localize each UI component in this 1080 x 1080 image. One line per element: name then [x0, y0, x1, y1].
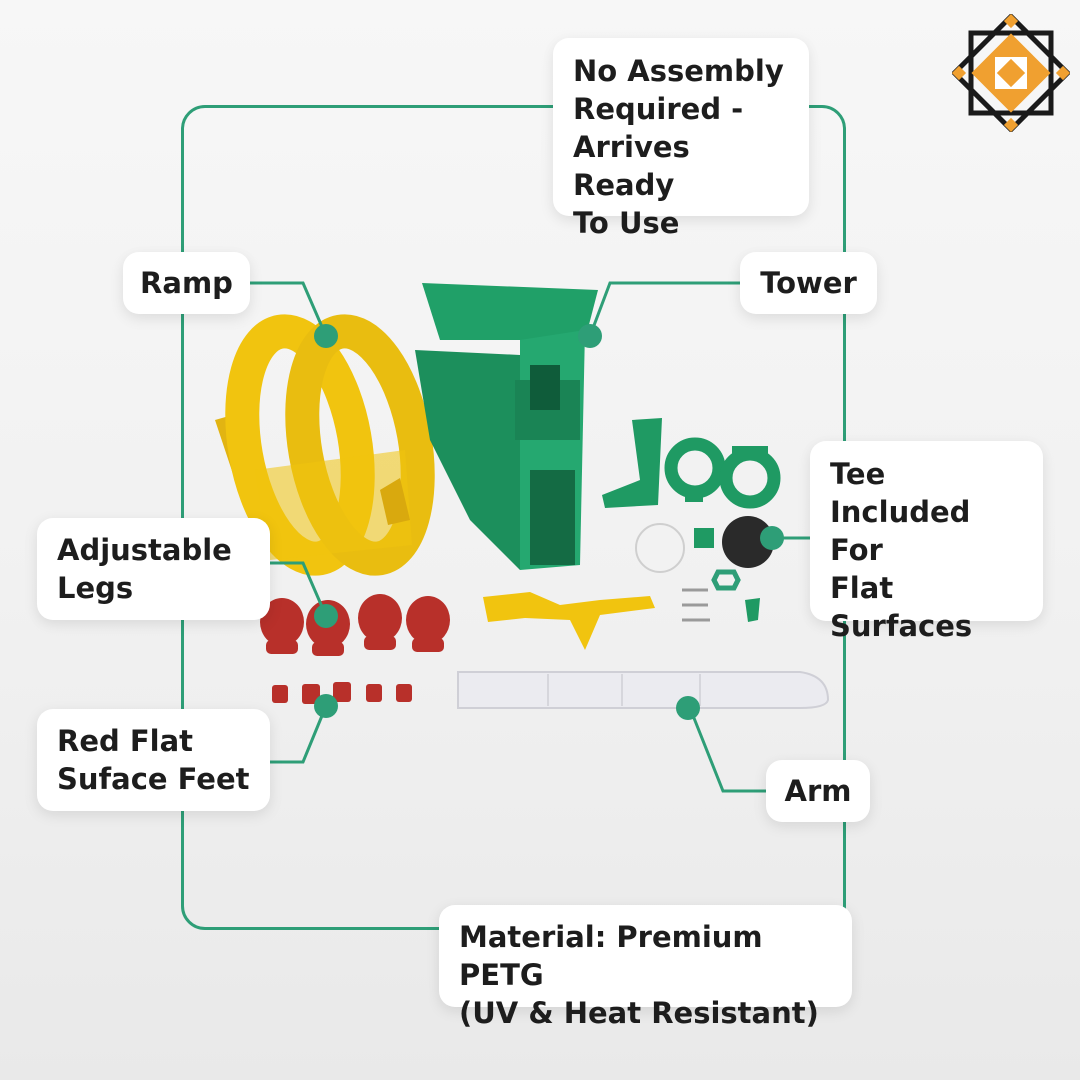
tower-part — [415, 283, 598, 570]
callout-legs: Adjustable Legs — [37, 518, 270, 620]
geometric-star-logo-icon — [952, 14, 1070, 132]
callout-feet: Red Flat Suface Feet — [37, 709, 270, 811]
leader-tower — [588, 281, 740, 337]
dot-feet — [314, 694, 338, 718]
dot-tee — [760, 526, 784, 550]
arm-part — [457, 671, 830, 709]
leader-feet — [270, 705, 328, 764]
dot-arm — [676, 696, 700, 720]
dot-legs — [314, 604, 338, 628]
callout-ramp: Ramp — [123, 252, 250, 314]
dot-ramp — [314, 324, 338, 348]
yellow-tee-holder — [483, 592, 655, 650]
feet-parts — [272, 682, 412, 704]
leader-ramp — [250, 281, 328, 337]
tee-parts — [602, 418, 781, 622]
callout-arm: Arm — [766, 760, 870, 822]
callout-tee: Tee Included For Flat Surfaces — [810, 441, 1043, 643]
callout-material: Material: Premium PETG (UV & Heat Resist… — [439, 905, 852, 1030]
ramp-part — [215, 314, 435, 576]
callout-assembly: No Assembly Required - Arrives Ready To … — [553, 38, 809, 240]
callout-tower: Tower — [740, 252, 877, 314]
leader-legs — [270, 561, 328, 617]
dot-tower — [578, 324, 602, 348]
leader-arm — [688, 707, 766, 793]
